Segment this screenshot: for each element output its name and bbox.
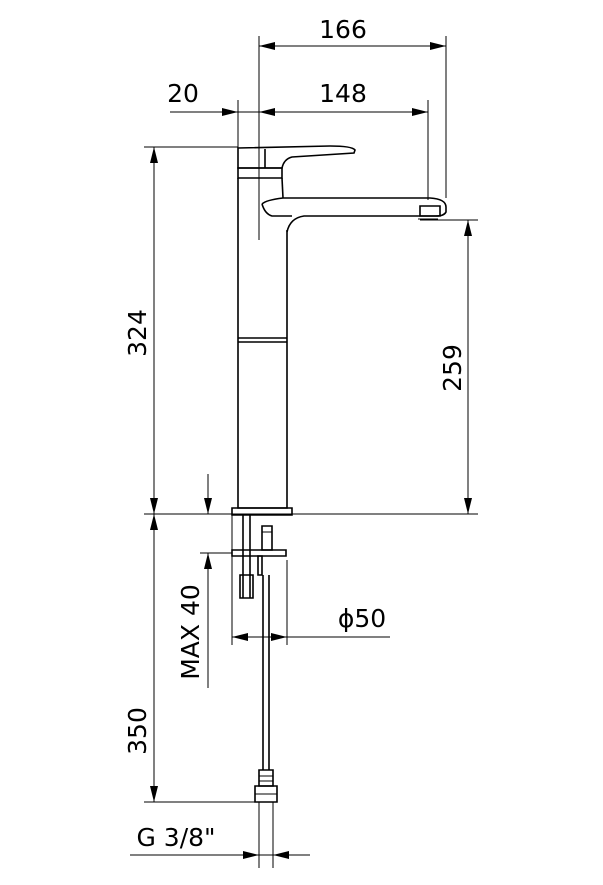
dim-base-diameter: ϕ50 <box>338 604 386 633</box>
dim-spout-height: 259 <box>438 344 467 392</box>
dimension-lines <box>130 36 478 868</box>
lever-handle <box>237 145 356 169</box>
faucet-column <box>237 178 288 509</box>
aerator <box>419 205 441 217</box>
dim-connection-thread: G 3/8" <box>136 823 215 852</box>
dim-total-height: 324 <box>123 309 152 357</box>
faucet-outline <box>231 145 447 516</box>
mounting-hardware <box>231 515 287 803</box>
hose-nut <box>254 785 278 803</box>
dim-total-reach: 166 <box>319 15 367 44</box>
base-plate <box>231 507 293 516</box>
spout <box>283 197 447 233</box>
dim-lever-offset: 20 <box>167 79 199 108</box>
fixing-plate <box>231 549 287 557</box>
dim-below-deck-length: 350 <box>123 707 152 755</box>
dim-spout-reach: 148 <box>319 79 367 108</box>
dim-max-deck-thickness: MAX 40 <box>176 584 205 680</box>
